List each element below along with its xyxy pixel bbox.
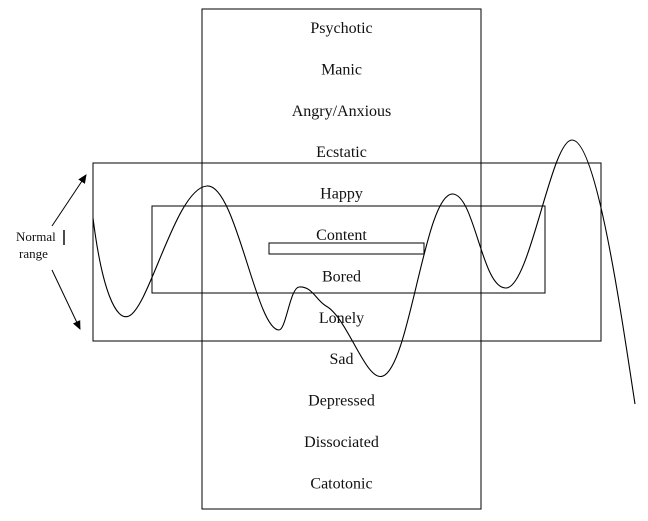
scale-label-content: Content <box>316 227 367 244</box>
scale-label-happy: Happy <box>320 186 363 203</box>
scale-label-manic: Manic <box>321 61 362 78</box>
normal-range-arrow-up <box>51 174 87 227</box>
normal-range-arrow-down <box>51 269 81 330</box>
scale-label-catotonic: Catotonic <box>310 475 372 492</box>
scale-label-lonely: Lonely <box>319 310 364 327</box>
scale-label-sad: Sad <box>330 351 354 368</box>
normal-range-inner-box <box>151 205 546 294</box>
scale-label-angry-anxious: Angry/Anxious <box>292 103 392 120</box>
scale-label-depressed: Depressed <box>308 393 375 410</box>
mood-wave-curve <box>92 139 636 405</box>
scale-label-ecstatic: Ecstatic <box>316 144 367 161</box>
scale-label-bored: Bored <box>322 268 361 285</box>
scale-label-psychotic: Psychotic <box>310 20 372 37</box>
normal-range-outer-box <box>92 162 602 342</box>
normal-range-label-line2: range <box>19 246 48 261</box>
scale-label-dissociated: Dissociated <box>304 434 379 451</box>
normal-range-label-line1: Normal <box>16 229 56 244</box>
mood-scale-box <box>201 8 482 510</box>
content-bar <box>268 242 425 255</box>
scale-labels: PsychoticManicAngry/AnxiousEcstaticHappy… <box>292 20 392 492</box>
